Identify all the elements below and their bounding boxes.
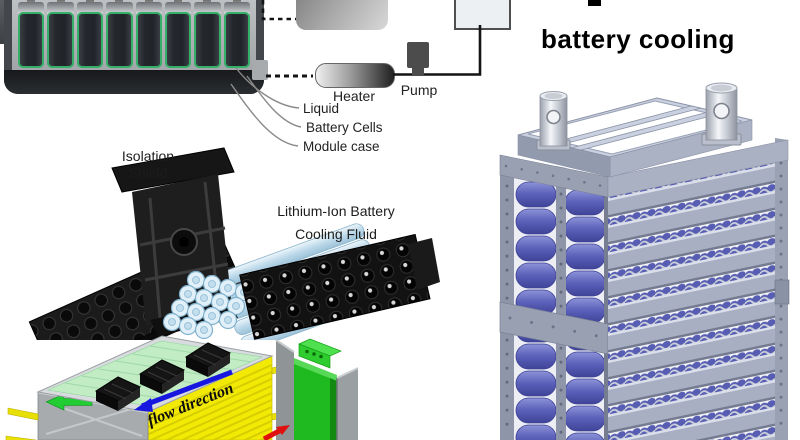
battery-cell [18,0,45,72]
rack-post [701,82,742,146]
heater-box [315,63,395,88]
radiator-box [296,0,388,30]
fluid-label-line2: Cooling Fluid [295,226,377,242]
leader-line-battery-cells [246,75,302,128]
cell-body [164,12,192,68]
heater-label: Heater [332,88,376,104]
cooling-fluid-label: Lithium-Ion Battery Cooling Fluid [268,203,404,243]
cell-body [106,12,133,68]
cell-cap [135,2,162,14]
isolation-label-line1: Isolation [121,148,175,164]
green-flow-arrow [45,393,93,411]
cell-cap [106,2,133,14]
cell-body [76,12,104,68]
pack-fans [94,342,232,411]
leader-line-module-case [230,83,299,147]
pack-and-coldplate-render: flow direction [5,335,359,440]
battery-cells-row [18,0,250,72]
callout-leader-lines [230,67,302,147]
pump-outlet [412,68,424,75]
cell-body [223,12,250,68]
cell-cap [76,2,104,14]
cell-cap [194,2,221,14]
module-coolant-port [252,60,268,80]
fluid-label-line1: Lithium-Ion Battery [277,203,395,219]
fan [184,342,232,377]
rack-rail [556,166,566,440]
cold-plate-right [337,368,358,440]
post-hole [546,109,561,125]
exploded-module-render [28,147,440,340]
yellow-pack-render: flow direction [5,335,301,440]
page-title: battery cooling [541,24,735,54]
cell-cap [18,2,45,14]
callout-liquid: Liquid [303,101,340,116]
fan [138,359,186,394]
red-flow-arrow [262,425,290,440]
fan [94,376,142,411]
cooled-module-render [239,233,440,340]
leader-line-liquid [235,67,300,109]
module-case-bottom [4,70,264,94]
cell-body [135,12,162,68]
callout-battery-cells: Battery Cells [306,120,383,135]
rack-post [536,91,571,151]
cropped-text-fragment [588,0,601,6]
post-hole [713,102,730,120]
battery-cell [194,0,221,72]
rack-front-face [608,138,790,440]
isolation-shield-label: Isolation Shield [100,148,196,182]
battery-cell [135,0,162,72]
pump-label: Pump [400,82,438,98]
cell-cap [223,2,250,14]
pump-shape [407,42,429,68]
cold-plate-render [262,338,359,440]
cell-cap [164,2,192,14]
callout-module-case: Module case [303,139,380,154]
rail-bracket [774,279,790,305]
battery-cell [76,0,104,72]
battery-cell [47,0,74,72]
rack-cell-column [564,189,606,440]
battery-rack-render [499,82,790,440]
cell-body [47,12,74,68]
battery-cell [164,0,192,72]
reservoir-box [454,0,511,30]
cell-body [194,12,221,68]
cold-plate-left [276,340,294,440]
cell-cap [47,2,74,14]
schematic-lines [230,0,482,147]
rivets [504,164,604,188]
cell-body [18,12,45,68]
dashed-pipe-to-radiator [261,0,296,21]
flow-arrow [134,369,233,412]
battery-cell [106,0,133,72]
battery-cell [223,0,250,72]
isolation-label-line2: Shield [128,165,168,181]
cold-plate-green-cell [294,364,337,440]
